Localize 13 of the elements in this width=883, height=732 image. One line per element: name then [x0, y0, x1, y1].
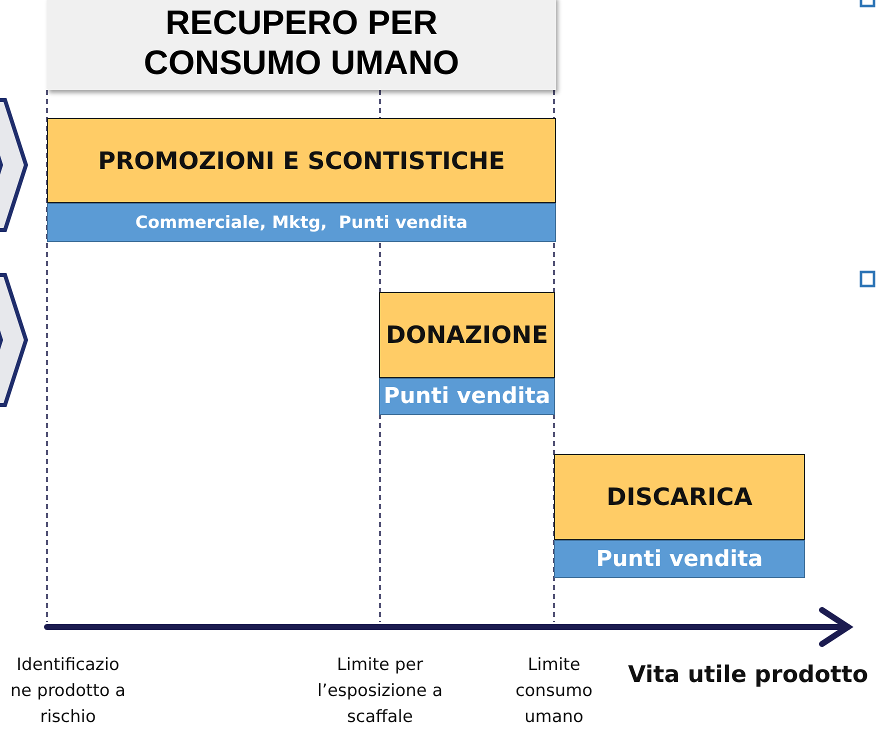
department-band: Punti vendita [379, 378, 555, 415]
chevron-shape [0, 98, 28, 232]
timeline-label: Limite consumo umano [514, 654, 594, 729]
action-box: DISCARICA [554, 454, 805, 540]
chevron-shape [0, 273, 28, 407]
axis-title: Vita utile prodotto [628, 662, 868, 688]
section-header: RECUPERO PER CONSUMO UMANO [47, 0, 556, 90]
action-box: DONAZIONE [379, 292, 555, 378]
timeline-label: Identificazio ne prodotto a rischio [10, 654, 126, 729]
department-band: Punti vendita [554, 540, 805, 578]
department-band: Commerciale, Mktg, Punti vendita [47, 203, 556, 242]
action-box: PROMOZIONI E SCONTISTICHE [47, 118, 556, 203]
timeline-label: Limite per l’esposizione a scaffale [316, 654, 444, 729]
